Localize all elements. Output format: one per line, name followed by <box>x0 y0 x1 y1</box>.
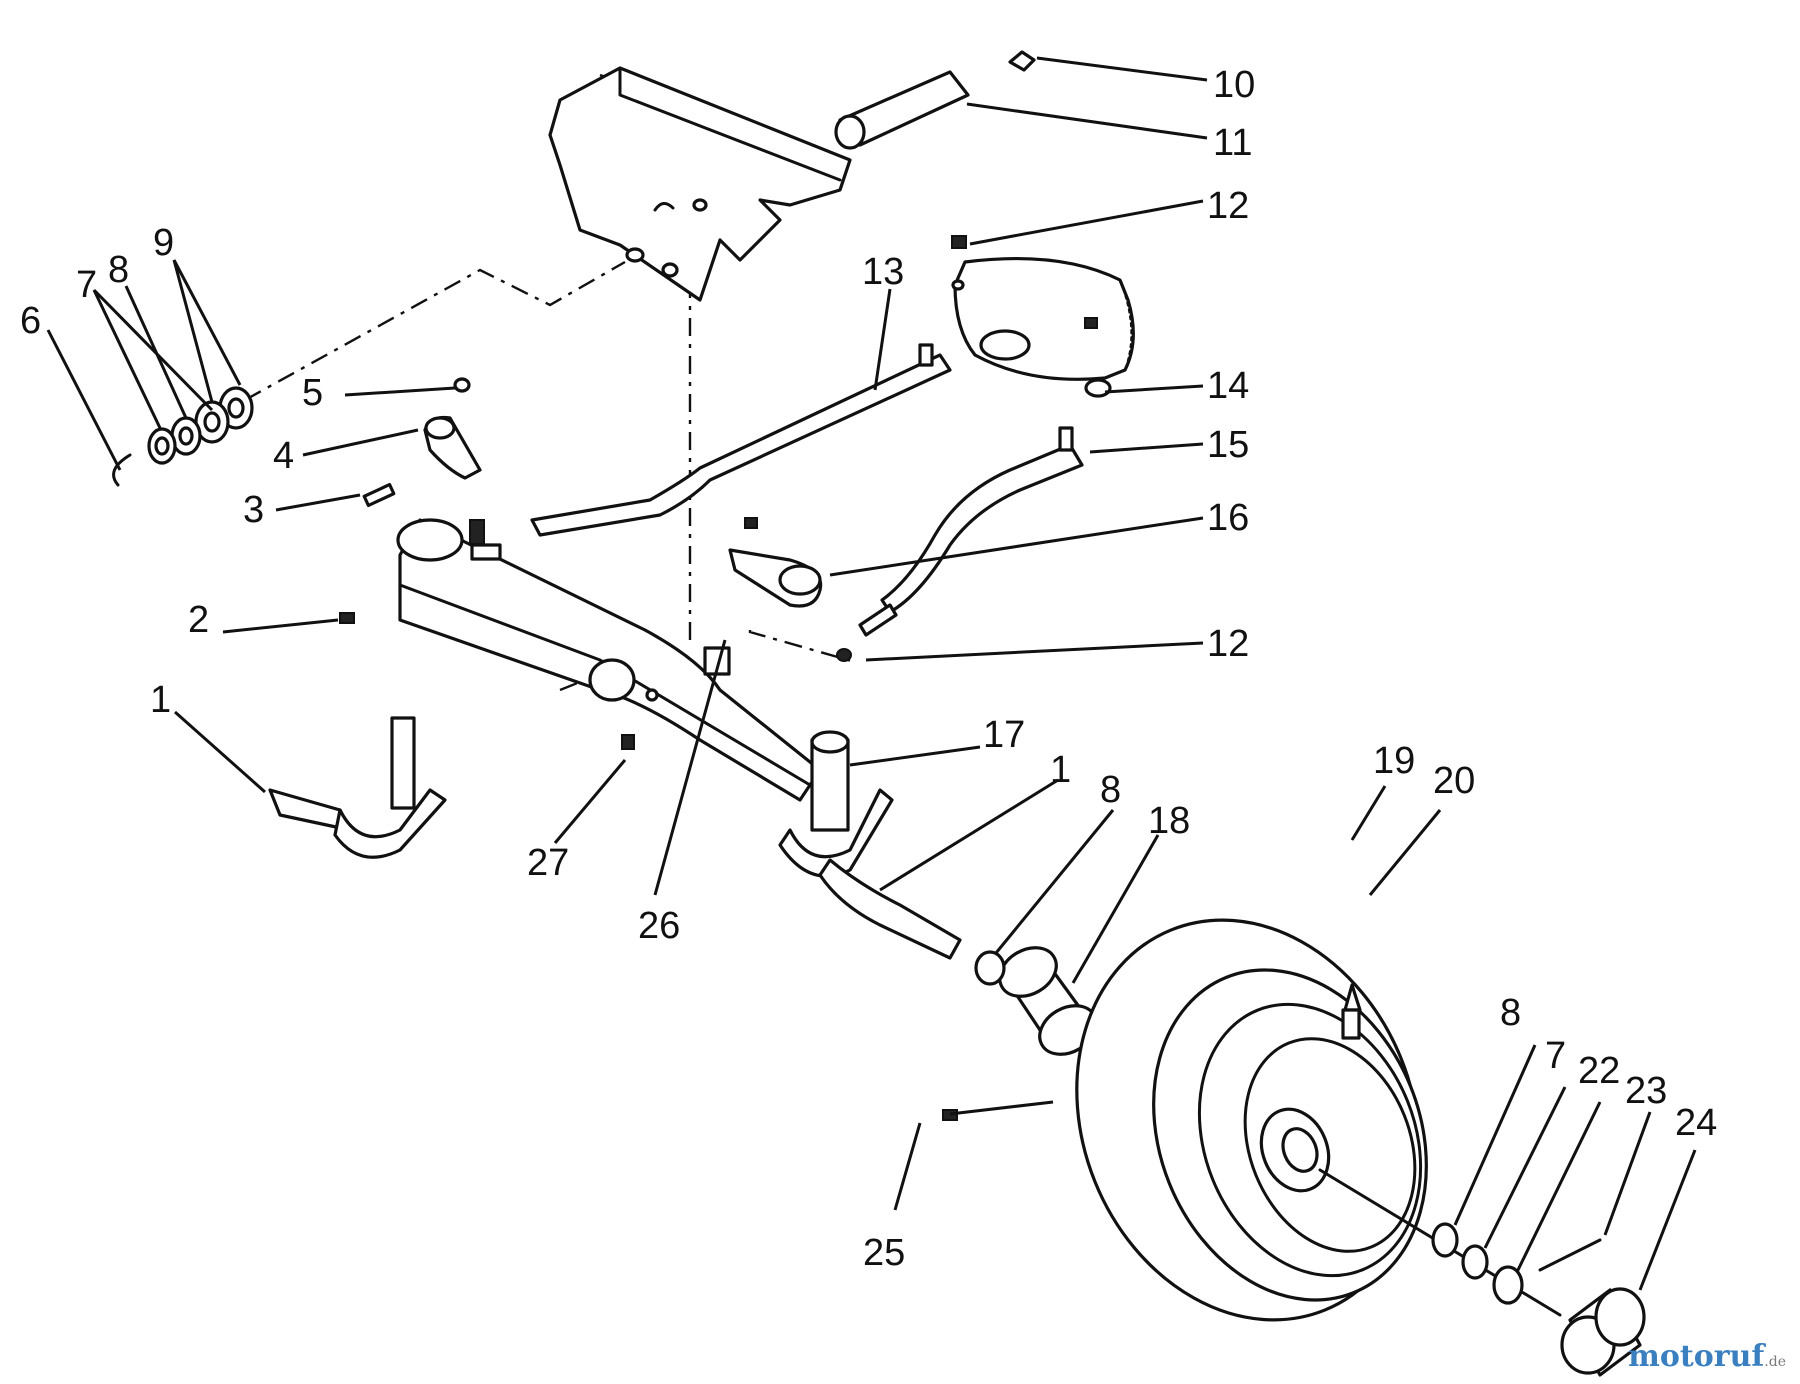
washer-stack-left <box>112 386 254 487</box>
callout-18: 18 <box>1148 800 1190 842</box>
callout-16: 16 <box>1207 497 1249 539</box>
callout-3: 3 <box>243 489 264 531</box>
callout-11: 11 <box>1213 122 1252 164</box>
leader-lines <box>46 56 1697 1291</box>
callout-26: 26 <box>638 905 680 947</box>
hub-parts-right <box>1318 1168 1646 1377</box>
callout-2: 2 <box>188 599 209 641</box>
callout-6: 6 <box>20 300 41 342</box>
callout-12-top: 12 <box>1207 185 1249 227</box>
watermark-brand: motoruf <box>1628 1339 1765 1374</box>
sector-gear <box>951 235 1135 398</box>
callout-8-spacer: 8 <box>1100 769 1121 811</box>
callout-10: 10 <box>1213 64 1255 106</box>
small-fasteners <box>339 482 958 1121</box>
frame-bracket <box>548 66 852 302</box>
spindle-left <box>268 716 447 859</box>
drag-link <box>530 343 952 537</box>
callout-22: 22 <box>1578 1050 1620 1092</box>
callout-23: 23 <box>1625 1070 1667 1112</box>
part-callouts: 10 11 12 13 14 15 16 12 17 1 8 18 19 20 … <box>20 64 1717 1274</box>
axle-beam <box>396 518 822 802</box>
callout-25: 25 <box>863 1232 905 1274</box>
callout-5: 5 <box>302 372 323 414</box>
tie-rod <box>858 426 1084 637</box>
callout-14: 14 <box>1207 365 1249 407</box>
callout-8-left: 8 <box>108 249 129 291</box>
callout-9: 9 <box>153 222 174 264</box>
callout-24: 24 <box>1675 1102 1717 1144</box>
wheel-tire <box>1075 918 1428 1322</box>
watermark-tld: .de <box>1764 1354 1786 1370</box>
steering-arm-right <box>728 517 823 608</box>
steering-arm-left <box>423 377 502 561</box>
callout-8-hub: 8 <box>1500 992 1521 1034</box>
callout-12-mid: 12 <box>1207 623 1249 665</box>
callout-1-left: 1 <box>150 679 171 721</box>
callout-27: 27 <box>527 842 569 884</box>
callout-7-left: 7 <box>76 264 97 306</box>
callout-7-hub: 7 <box>1545 1035 1566 1077</box>
watermark-logo: motoruf.de <box>1628 1339 1786 1374</box>
spacer <box>974 946 1098 1056</box>
callout-19: 19 <box>1373 740 1415 782</box>
callout-4: 4 <box>273 435 294 477</box>
callout-20: 20 <box>1433 760 1475 802</box>
pivot-pin <box>834 50 1036 150</box>
callout-1-right: 1 <box>1050 749 1071 791</box>
spindle-right <box>778 730 962 960</box>
callout-17: 17 <box>983 714 1025 756</box>
callout-13: 13 <box>862 251 904 293</box>
callout-15: 15 <box>1207 424 1249 466</box>
